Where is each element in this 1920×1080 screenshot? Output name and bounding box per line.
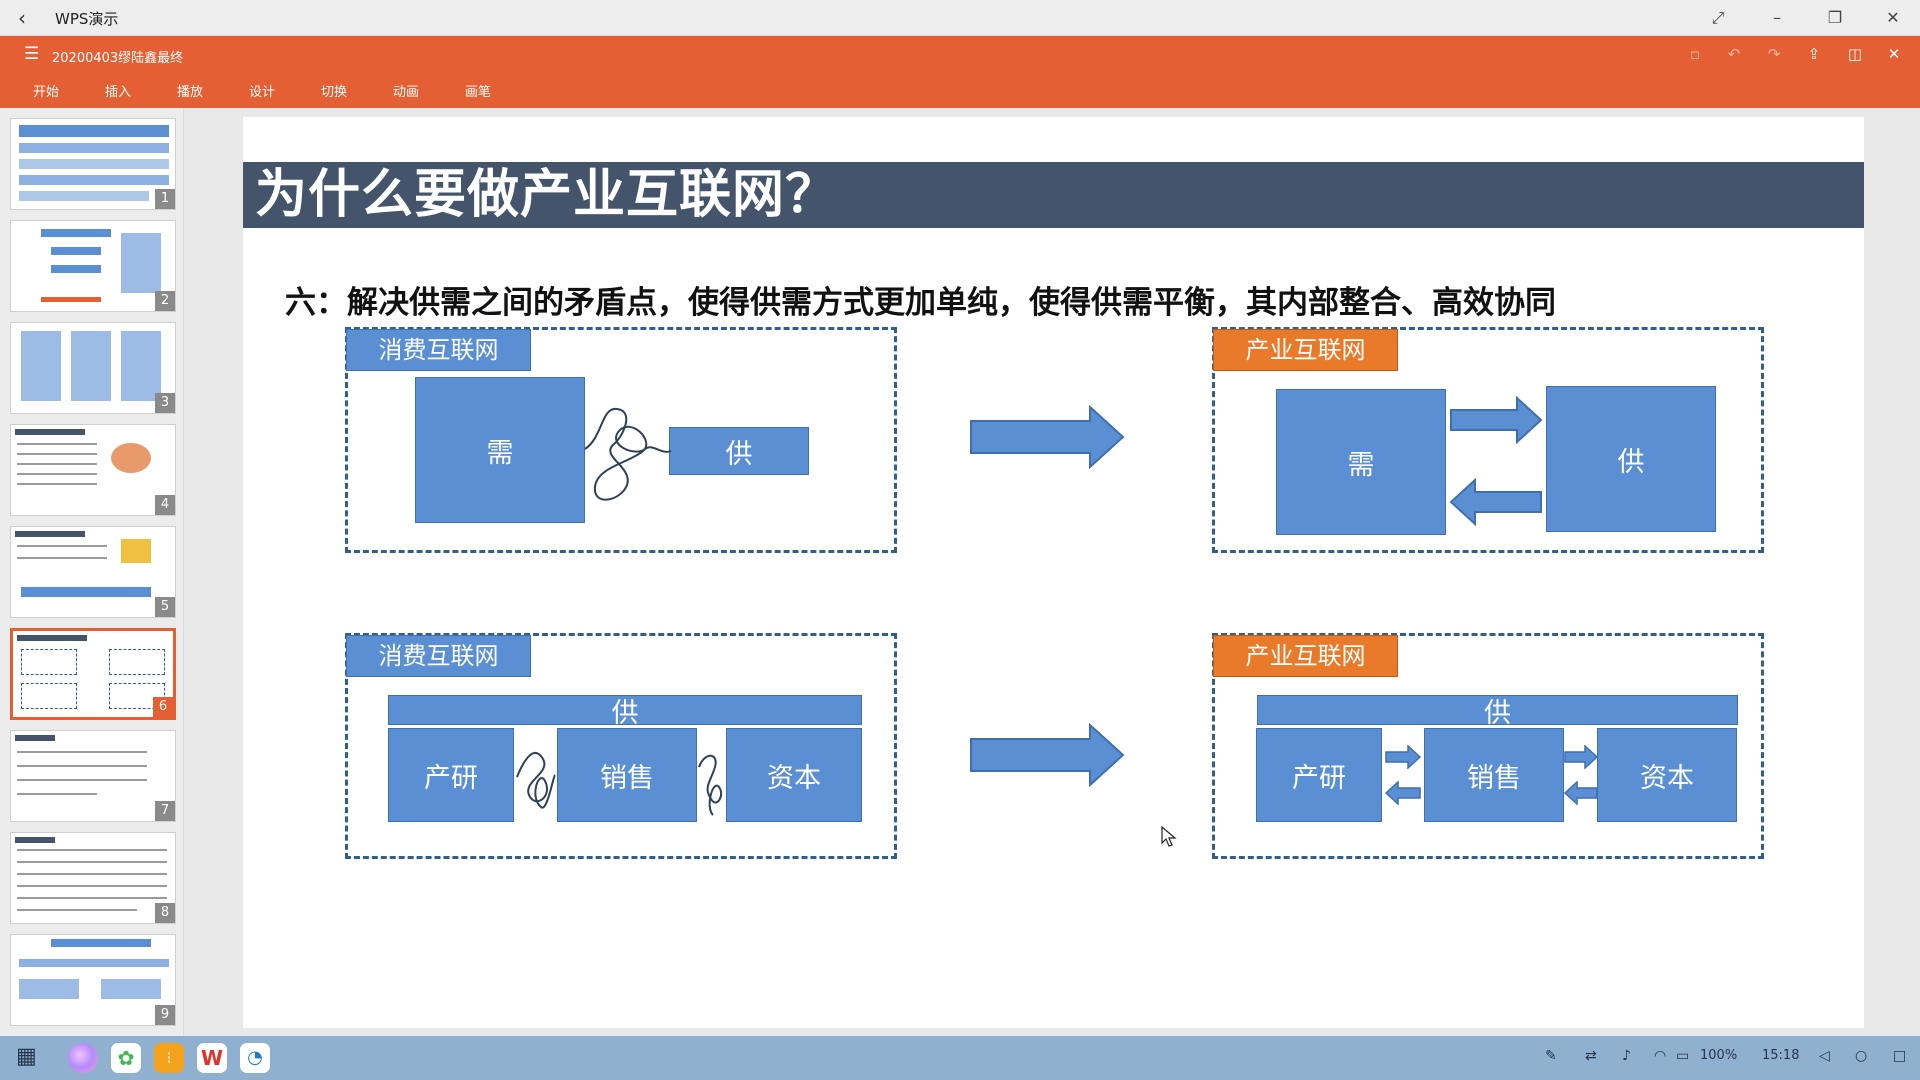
rd-box: 产研 xyxy=(388,728,514,822)
supply-bar: 供 xyxy=(1257,695,1738,725)
arrow-left-icon xyxy=(1563,781,1599,805)
industrial-internet-label: 产业互联网 xyxy=(1213,635,1398,677)
tab-play[interactable]: 播放 xyxy=(177,81,203,100)
consumer-internet-label: 消费互联网 xyxy=(346,329,531,371)
slide-canvas[interactable]: 为什么要做产业互联网？ 六：解决供需之间的矛盾点，使得供需方式更加单纯，使得供需… xyxy=(243,117,1864,1028)
settings-app-icon[interactable]: ◔ xyxy=(240,1043,270,1073)
sales-box: 销售 xyxy=(1424,728,1564,822)
minimize-button[interactable]: – xyxy=(1760,4,1794,32)
title-band: 为什么要做产业互联网？ xyxy=(243,162,1864,228)
slide-title: 为什么要做产业互联网？ xyxy=(255,162,838,228)
tab-insert[interactable]: 插入 xyxy=(105,81,131,100)
thumbnail-number: 9 xyxy=(155,1005,175,1025)
app-grid-icon[interactable]: ▦ xyxy=(16,1044,37,1069)
supply-bar: 供 xyxy=(388,695,862,725)
slide-thumbnail-9[interactable]: 9 xyxy=(10,934,176,1026)
slide-thumbnail-1[interactable]: 1 xyxy=(10,118,176,210)
nav-back-icon[interactable]: ◁ xyxy=(1819,1048,1830,1064)
wps-app-icon[interactable]: W xyxy=(197,1043,227,1073)
nav-recents-icon[interactable]: □ xyxy=(1893,1048,1906,1064)
sales-box: 销售 xyxy=(557,728,697,822)
volume-icon[interactable]: ♪ xyxy=(1622,1048,1631,1064)
demand-box: 需 xyxy=(1276,389,1446,535)
restore-button[interactable]: ❐ xyxy=(1818,4,1852,32)
thumbnail-number: 5 xyxy=(155,597,175,617)
arrow-left-icon xyxy=(1384,781,1422,805)
thumbnail-number: 3 xyxy=(155,393,175,413)
capital-box: 资本 xyxy=(1597,728,1737,822)
battery-level: 100% xyxy=(1700,1048,1737,1063)
taskbar: ▦ ✿ ⁝ W ◔ ✎ ⇄ ♪ ◠ ▭ 100% 15:18 ◁ ○ □ xyxy=(0,1036,1920,1080)
thumbnail-number: 6 xyxy=(153,697,173,717)
fullscreen-icon[interactable]: ⤢ xyxy=(1701,4,1735,32)
browser-app-icon[interactable] xyxy=(68,1043,98,1073)
close-button[interactable]: ✕ xyxy=(1876,4,1910,32)
rd-box: 产研 xyxy=(1256,728,1382,822)
slide-thumbnail-5[interactable]: 5 xyxy=(10,526,176,618)
undo-icon[interactable]: ↶ xyxy=(1721,45,1747,63)
mouse-cursor-icon xyxy=(1161,826,1177,848)
supply-box: 供 xyxy=(669,427,809,475)
share-icon[interactable]: ⇪ xyxy=(1801,45,1827,63)
thumbnail-number: 1 xyxy=(155,189,175,209)
wifi-icon[interactable]: ◠ xyxy=(1654,1048,1666,1064)
tab-start[interactable]: 开始 xyxy=(33,81,59,100)
save-icon[interactable]: ▫ xyxy=(1682,45,1708,63)
thumbnail-number: 7 xyxy=(155,801,175,821)
app-title: WPS演示 xyxy=(55,8,118,29)
industrial-internet-label: 产业互联网 xyxy=(1213,329,1398,371)
slide-thumbnail-panel[interactable]: 1 2 3 4 5 6 xyxy=(0,108,184,1036)
slide-thumbnail-4[interactable]: 4 xyxy=(10,424,176,516)
slide-subtitle: 六：解决供需之间的矛盾点，使得供需方式更加单纯，使得供需平衡，其内部整合、高效协… xyxy=(285,277,1556,322)
consumer-internet-label: 消费互联网 xyxy=(346,635,531,677)
redo-icon[interactable]: ↷ xyxy=(1761,45,1787,63)
tangle-line xyxy=(583,397,673,517)
slide-thumbnail-8[interactable]: 8 xyxy=(10,832,176,924)
clock: 15:18 xyxy=(1762,1048,1799,1063)
close-document-icon[interactable]: ✕ xyxy=(1881,45,1907,63)
thumbnail-number: 4 xyxy=(155,495,175,515)
ribbon-bar: ☰ 20200403缪陆鑫最终 开始 插入 播放 设计 切换 动画 画笔 ▫ ↶… xyxy=(0,36,1920,108)
nav-home-icon[interactable]: ○ xyxy=(1855,1048,1867,1064)
tab-animation[interactable]: 动画 xyxy=(393,81,419,100)
tab-transition[interactable]: 切换 xyxy=(321,81,347,100)
arrow-right-icon xyxy=(1384,745,1422,769)
photos-app-icon[interactable]: ✿ xyxy=(111,1043,141,1073)
thumbnail-number: 8 xyxy=(155,903,175,923)
network-icon[interactable]: ⇄ xyxy=(1585,1048,1597,1064)
layout-icon[interactable]: ◫ xyxy=(1842,45,1868,63)
tab-design[interactable]: 设计 xyxy=(249,81,275,100)
arrow-left-icon xyxy=(1449,477,1543,527)
capital-box: 资本 xyxy=(726,728,862,822)
demand-box: 需 xyxy=(415,377,585,523)
files-app-icon[interactable]: ⁝ xyxy=(154,1043,184,1073)
battery-icon: ▭ xyxy=(1676,1048,1689,1064)
slide-thumbnail-6[interactable]: 6 xyxy=(10,628,176,720)
back-icon[interactable]: ‹ xyxy=(18,6,26,30)
arrow-right-icon xyxy=(1563,745,1599,769)
tab-pen[interactable]: 画笔 xyxy=(465,81,491,100)
slide-thumbnail-7[interactable]: 7 xyxy=(10,730,176,822)
arrow-right-icon xyxy=(968,405,1128,469)
tangle-line xyxy=(697,737,727,817)
menu-icon[interactable]: ☰ xyxy=(24,44,39,64)
arrow-right-icon xyxy=(1449,395,1543,445)
document-name: 20200403缪陆鑫最终 xyxy=(52,47,183,66)
slide-thumbnail-2[interactable]: 2 xyxy=(10,220,176,312)
slide-thumbnail-3[interactable]: 3 xyxy=(10,322,176,414)
pen-icon[interactable]: ✎ xyxy=(1545,1048,1557,1064)
arrow-right-icon xyxy=(968,723,1128,787)
supply-box: 供 xyxy=(1546,386,1716,532)
tangle-line xyxy=(515,737,557,817)
window-title-bar: ‹ WPS演示 ⤢ – ❐ ✕ xyxy=(0,0,1920,36)
thumbnail-number: 2 xyxy=(155,291,175,311)
